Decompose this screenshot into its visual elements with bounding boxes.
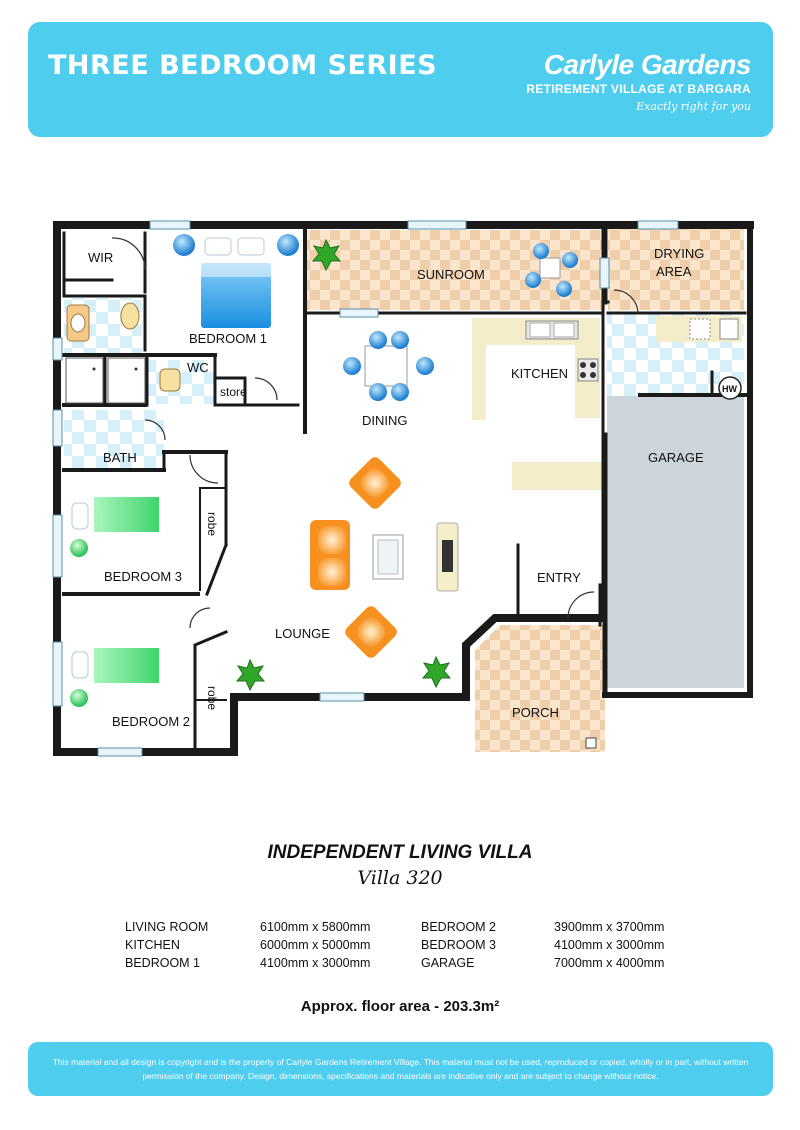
floor-plan: WIR BEDROOM 1 SUNROOM DRYING AREA WC sto… bbox=[52, 220, 754, 757]
kitchen-fixtures bbox=[525, 320, 599, 382]
brand-name: Carlyle Gardens bbox=[543, 49, 752, 80]
dimension-size: 4100mm x 3000mm bbox=[554, 938, 665, 952]
room-label-bedroom2: BEDROOM 2 bbox=[112, 714, 190, 729]
garage-floor bbox=[607, 396, 744, 688]
room-label-kitchen: KITCHEN bbox=[511, 366, 568, 381]
wc-floor bbox=[148, 360, 214, 404]
porch-floor bbox=[475, 625, 605, 752]
room-label-porch: PORCH bbox=[512, 705, 559, 720]
dimension-row: BEDROOM 2 3900mm x 3700mm bbox=[421, 918, 664, 936]
kitchen-bench bbox=[472, 318, 600, 420]
windows bbox=[52, 220, 679, 757]
dimension-room: GARAGE bbox=[421, 956, 475, 970]
bedroom2-bed bbox=[70, 648, 159, 707]
dimension-room: BEDROOM 2 bbox=[421, 920, 497, 934]
room-label-store: store bbox=[220, 385, 247, 399]
brand-tagline: Exactly right for you bbox=[636, 100, 751, 113]
porch-light bbox=[585, 737, 597, 749]
dimension-room: KITCHEN bbox=[125, 938, 180, 952]
series-title: THREE BEDROOM SERIES bbox=[48, 50, 438, 81]
room-label-entry: ENTRY bbox=[537, 570, 581, 585]
dimensions-right: BEDROOM 2 3900mm x 3700mm BEDROOM 3 4100mm… bbox=[421, 918, 664, 972]
villa-type: INDEPENDENT LIVING VILLA bbox=[267, 842, 533, 863]
breakfast-bar bbox=[512, 462, 604, 490]
drying-area-floor bbox=[608, 222, 744, 310]
brand-logo: Carlyle Gardens RETIREMENT VILLAGE AT BA… bbox=[526, 49, 752, 114]
hot-water-label: HW bbox=[722, 384, 737, 394]
villa-name: Villa 320 bbox=[357, 867, 443, 889]
door-swings bbox=[111, 237, 639, 629]
room-label-garage: GARAGE bbox=[648, 450, 704, 465]
bedroom3-bed bbox=[70, 497, 159, 557]
room-label-sunroom: SUNROOM bbox=[417, 267, 485, 282]
laundry-fixtures bbox=[689, 318, 742, 400]
lounge-furniture bbox=[310, 457, 459, 658]
room-label-robe-lower: robe bbox=[205, 686, 219, 710]
room-label-drying-area-1: DRYING bbox=[654, 246, 704, 261]
room-label-drying-area-2: AREA bbox=[656, 264, 692, 279]
room-label-wc: WC bbox=[187, 360, 209, 375]
dimension-size: 6000mm x 5000mm bbox=[260, 938, 371, 952]
brand-subtitle: RETIREMENT VILLAGE AT BARGARA bbox=[526, 82, 751, 96]
header-banner: THREE BEDROOM SERIES Carlyle Gardens RET… bbox=[28, 22, 773, 137]
room-label-bath: BATH bbox=[103, 450, 137, 465]
dimension-room: BEDROOM 1 bbox=[125, 956, 201, 970]
dimension-row: GARAGE 7000mm x 4000mm bbox=[421, 954, 664, 972]
room-label-dining: DINING bbox=[362, 413, 408, 428]
plants bbox=[235, 238, 452, 692]
dimension-size: 6100mm x 5800mm bbox=[260, 920, 371, 934]
footer-disclaimer: This material and all design is copyrigh… bbox=[28, 1042, 773, 1096]
cupboards bbox=[65, 357, 146, 404]
dimension-size: 7000mm x 4000mm bbox=[554, 956, 665, 970]
dimension-row: BEDROOM 1 4100mm x 3000mm bbox=[125, 954, 370, 972]
room-label-bedroom3: BEDROOM 3 bbox=[104, 569, 182, 584]
dining-set bbox=[343, 331, 434, 401]
dimension-room: LIVING ROOM bbox=[125, 920, 209, 934]
dimension-size: 4100mm x 3000mm bbox=[260, 956, 371, 970]
room-label-wir: WIR bbox=[88, 250, 113, 265]
room-label-lounge: LOUNGE bbox=[275, 626, 330, 641]
room-label-robe-upper: robe bbox=[205, 512, 219, 536]
dimension-row: LIVING ROOM 6100mm x 5800mm bbox=[125, 918, 370, 936]
bedroom1-bed bbox=[173, 234, 299, 328]
dimension-row: KITCHEN 6000mm x 5000mm bbox=[125, 936, 370, 954]
dimension-room: BEDROOM 3 bbox=[421, 938, 497, 952]
dimensions-left: LIVING ROOM 6100mm x 5800mm KITCHEN 6000mm… bbox=[125, 918, 370, 972]
sunroom-furniture bbox=[525, 243, 578, 297]
disclaimer-text: This material and all design is copyrigh… bbox=[52, 1057, 749, 1081]
room-label-bedroom1: BEDROOM 1 bbox=[189, 331, 267, 346]
ensuite-fixtures bbox=[66, 302, 181, 392]
floor-area: Approx. floor area - 203.3m² bbox=[300, 998, 500, 1015]
dimension-size: 3900mm x 3700mm bbox=[554, 920, 665, 934]
dimension-row: BEDROOM 3 4100mm x 3000mm bbox=[421, 936, 664, 954]
